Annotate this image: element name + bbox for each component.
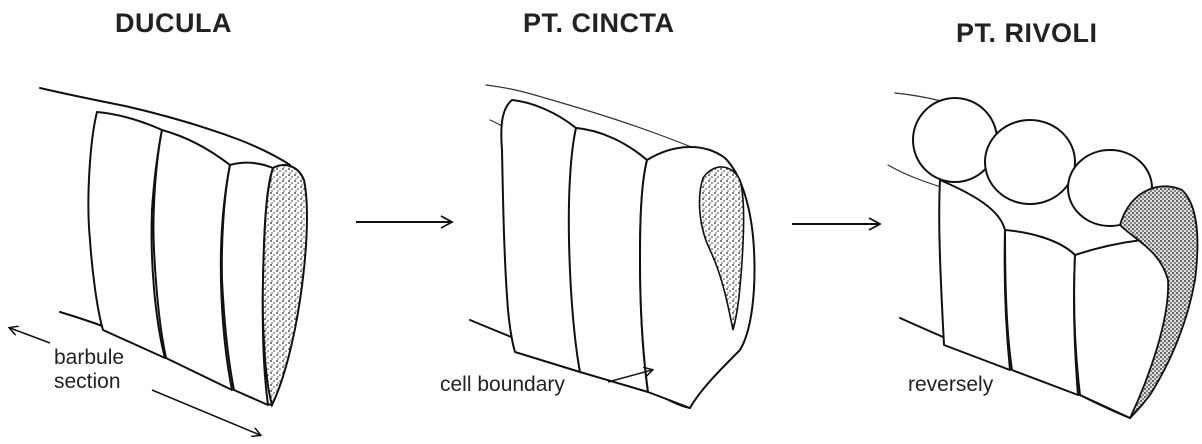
cell-boundary-arrow	[608, 370, 652, 382]
barbule-section-label-line1: barbule	[54, 345, 124, 371]
cell-boundary-label: cell boundary	[440, 372, 565, 398]
barbule-section-arrow-left	[10, 328, 50, 343]
barbule-section-label-line2: section	[54, 369, 121, 395]
barbule-section-arrow-right	[152, 390, 260, 435]
reversely-label: reversely	[908, 372, 993, 398]
